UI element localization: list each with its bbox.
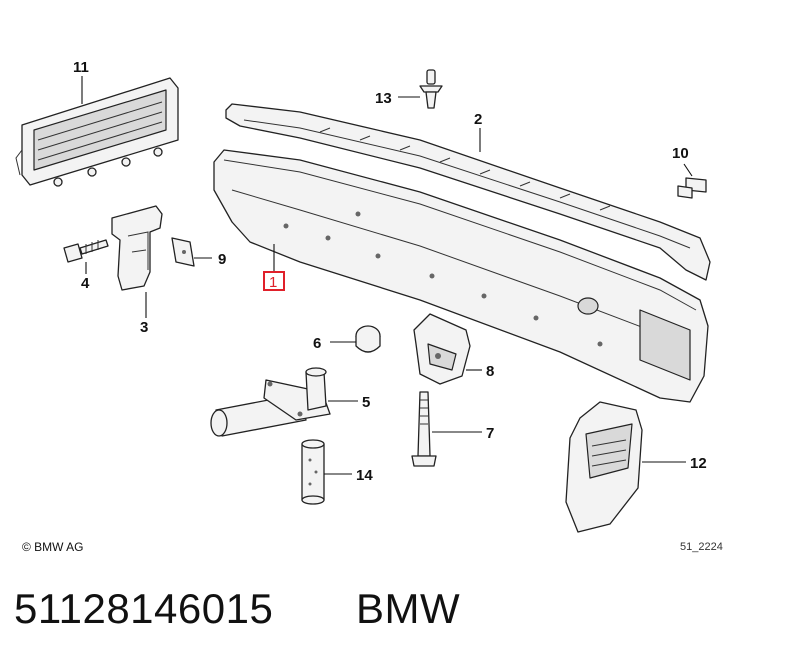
- brand-name: BMW: [356, 585, 461, 632]
- copyright-notice: © BMW AG: [22, 540, 84, 554]
- part-8-mount-bracket[interactable]: [413, 313, 471, 385]
- part-9-clip-nut[interactable]: [171, 237, 195, 267]
- diagram-code: 51_2224: [680, 541, 723, 553]
- callout-10: 10: [672, 145, 689, 162]
- callout-11: 11: [73, 59, 89, 76]
- callout-13: 13: [375, 90, 392, 107]
- part-10-bolt[interactable]: [677, 177, 707, 199]
- part-3-bracket[interactable]: [111, 205, 163, 291]
- callout-9: 9: [218, 251, 226, 268]
- callout-3: 3: [140, 319, 148, 336]
- callout-8: 8: [486, 363, 494, 380]
- part-11-vent-grille[interactable]: [15, 77, 179, 187]
- callout-12: 12: [690, 455, 707, 472]
- part-12-side-bracket[interactable]: [565, 401, 643, 533]
- callout-1-highlight-box: [263, 271, 285, 291]
- part-6-nut[interactable]: [355, 325, 381, 353]
- part-2-bumper-cover[interactable]: [225, 103, 711, 281]
- part-1-bumper-carrier[interactable]: [213, 149, 709, 403]
- callout-7: 7: [486, 425, 494, 442]
- part-4-screw[interactable]: [63, 239, 109, 263]
- callout-2: 2: [474, 111, 482, 128]
- part-13-rivet[interactable]: [419, 69, 443, 109]
- part-5-impact-absorber[interactable]: [210, 367, 331, 437]
- callout-6: 6: [313, 335, 321, 352]
- part-7-bolt[interactable]: [411, 391, 437, 467]
- part-number: 51128146015: [14, 585, 274, 632]
- part-14-absorber-tube[interactable]: [301, 439, 325, 505]
- parts-diagram: 11 13 2 10 1: [15, 59, 711, 533]
- callout-14: 14: [356, 467, 373, 484]
- callout-5: 5: [362, 394, 370, 411]
- callout-1: 1: [269, 274, 277, 291]
- callout-4: 4: [81, 275, 90, 292]
